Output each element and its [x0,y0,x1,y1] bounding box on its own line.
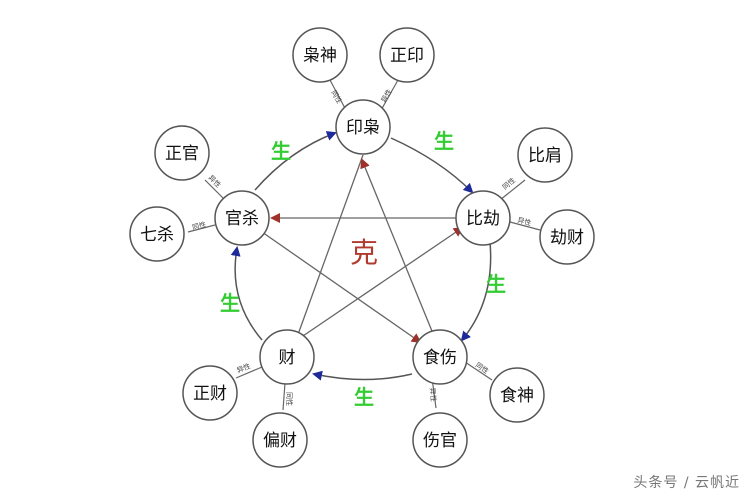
node-bi-label: 比劫 [466,209,500,229]
sub-node-pian-cai: 偏财 [252,412,308,468]
sub-nodes: 枭神 正印 比肩 劫财 食神 伤官 正财 偏财 [129,27,595,468]
main-nodes: 印枭 比劫 食伤 财 官杀 [214,99,511,385]
sheng-label-cai-guan: 生 [220,291,240,315]
sheng-label-shi-cai: 生 [354,385,374,409]
sub-node-bi-jian-label: 比肩 [528,146,562,166]
sub-node-zheng-yin-label: 正印 [390,46,424,66]
sheng-arc-cai-to-guan [230,246,263,341]
sheng-arc-yin-to-bi [390,137,474,194]
tiny-label-qi-sha: 同性 [191,220,207,232]
sub-node-qi-sha: 七杀 [129,206,185,262]
sheng-arc-shi-to-cai [312,370,413,381]
sub-node-bi-jian: 比肩 [517,127,573,183]
node-yin: 印枭 [335,99,391,155]
sub-node-zheng-guan: 正官 [154,125,210,181]
center-ke-label: 克 [350,236,378,269]
sub-node-zheng-cai: 正财 [182,365,238,421]
node-guan: 官杀 [214,190,270,246]
ke-line-cai-to-bi [299,226,464,339]
sheng-label-guan-yin: 生 [271,139,291,163]
sub-node-jie-cai-label: 劫财 [550,228,584,248]
sub-node-shi-shen: 食神 [489,367,545,423]
ke-line-shi-to-yin [360,158,435,337]
watermark-text: 头条号 / 云帆近 [633,475,740,491]
sheng-label-yin-bi: 生 [434,129,454,153]
tiny-label-jie-cai: 异性 [516,215,532,227]
tiny-label-pian-cai: 同性 [285,392,294,406]
node-yin-label: 印枭 [346,118,380,138]
node-shi-label: 食伤 [423,348,457,368]
tiny-label-shi-shen: 同性 [474,360,491,375]
tiny-label-shang-guan: 异性 [428,387,438,402]
sheng-labels: 生 生 生 生 生 [220,129,506,409]
tiny-label-bi-jian: 同性 [501,176,518,192]
sheng-arc-bi-to-shi [460,241,492,342]
node-cai: 财 [259,329,315,385]
sub-node-shang-guan-label: 伤官 [423,431,457,451]
ke-line-guan-to-shi [261,231,422,344]
sub-node-shang-guan: 伤官 [412,412,468,468]
tiny-label-zheng-guan: 异性 [207,173,223,189]
sub-node-zheng-yin: 正印 [379,27,435,83]
ke-star [261,154,464,344]
sub-node-xiao-shen: 枭神 [292,27,348,83]
sub-node-qi-sha-label: 七杀 [140,225,174,245]
node-guan-label: 官杀 [225,209,259,229]
sub-node-pian-cai-label: 偏财 [263,431,297,451]
sub-node-jie-cai: 劫财 [539,209,595,265]
sheng-arc-guan-to-yin [254,131,337,191]
ke-line-yin-to-cai [294,154,364,342]
sub-node-zheng-cai-label: 正财 [193,384,227,404]
node-bi: 比劫 [455,190,511,246]
sheng-label-bi-shi: 生 [486,272,506,296]
sub-node-xiao-shen-label: 枭神 [303,46,337,66]
sheng-cycle [230,131,492,381]
sub-node-shi-shen-label: 食神 [500,386,534,406]
node-shi: 食伤 [412,329,468,385]
tiny-label-zheng-yin: 异性 [379,87,394,104]
node-cai-label: 财 [279,348,296,368]
sub-node-zheng-guan-label: 正官 [165,144,199,164]
